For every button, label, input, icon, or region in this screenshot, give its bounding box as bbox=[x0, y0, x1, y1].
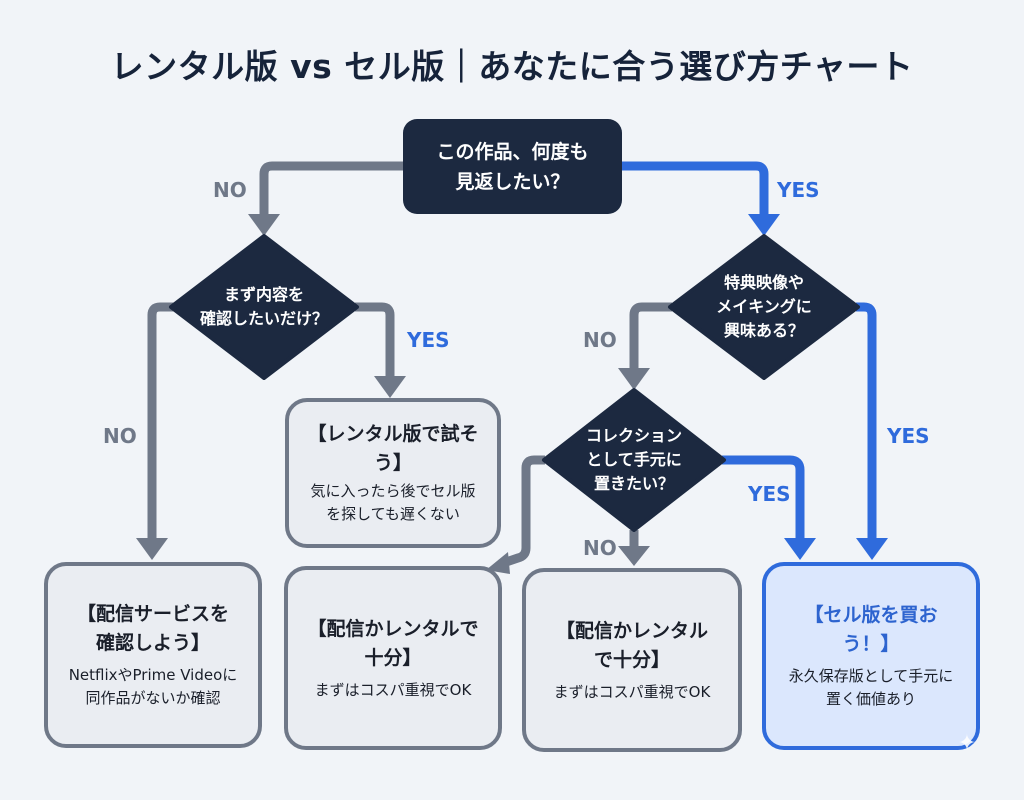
body-line: 永久保存版として手元に bbox=[788, 667, 954, 685]
start-question-line-1: この作品、何度も bbox=[436, 140, 589, 163]
heading-line: 【レンタル版で試そ bbox=[307, 423, 479, 445]
arrow-bonus-no bbox=[629, 302, 672, 370]
decision-collection-shape bbox=[542, 388, 726, 532]
result-buy-sell: 【セル版を買お う！】 永久保存版として手元に 置く価値あり bbox=[762, 562, 980, 750]
heading-line: 【配信かレンタル bbox=[555, 619, 708, 642]
result-streaming-or-rental-1: 【配信かレンタルで 十分】 まずはコスパ重視でOK bbox=[284, 566, 502, 750]
heading-line: 【配信かレンタルで bbox=[307, 617, 479, 640]
arrowhead-check-yes bbox=[374, 376, 406, 398]
result-streaming-check-heading: 【配信サービスを 確認しよう】 bbox=[77, 600, 229, 658]
label-bonus-yes: YES bbox=[887, 424, 930, 448]
arrowhead-collection-no bbox=[618, 546, 650, 566]
result-rental-try: 【レンタル版で試そ う】 気に入ったら後でセル版 を探しても遅くない bbox=[285, 398, 501, 548]
result-rental-try-body: 気に入ったら後でセル版 を探しても遅くない bbox=[310, 480, 475, 526]
body-line: NetflixやPrime Videoに bbox=[68, 666, 238, 684]
label-bonus-no: NO bbox=[583, 328, 617, 352]
start-question: この作品、何度も 見返したい？ bbox=[403, 119, 622, 214]
arrowhead-check-no bbox=[136, 538, 168, 560]
arrow-start-no bbox=[259, 161, 405, 218]
decision-check-content: まず内容を 確認したいだけ？ bbox=[171, 262, 357, 352]
start-question-line-2: 見返したい？ bbox=[455, 170, 570, 193]
heading-line: 【配信サービスを bbox=[76, 603, 229, 625]
arrowhead-start-no bbox=[248, 214, 280, 236]
label-check-yes: YES bbox=[407, 328, 450, 352]
arrow-check-no bbox=[147, 302, 175, 540]
label-collection-yes: YES bbox=[748, 482, 791, 506]
arrowhead-start-yes bbox=[748, 214, 780, 236]
result-streaming-or-rental-2-body: まずはコスパ重視でOK bbox=[554, 681, 711, 704]
arrow-collection-left bbox=[498, 455, 545, 569]
result-streaming-check-body: NetflixやPrime Videoに 同作品がないか確認 bbox=[69, 664, 238, 710]
page-title: レンタル版 vs セル版｜あなたに合う選び方チャート bbox=[110, 47, 914, 86]
body-line: まずはコスパ重視でOK bbox=[553, 682, 711, 701]
result-rental-try-heading: 【レンタル版で試そ う】 bbox=[307, 420, 478, 478]
result-buy-sell-heading: 【セル版を買お う！】 bbox=[804, 601, 937, 659]
label-collection-no: NO bbox=[583, 536, 617, 560]
decision-collection-line-2: として手元に bbox=[586, 450, 682, 469]
body-line: 気に入ったら後でセル版 bbox=[310, 482, 476, 500]
label-start-no: NO bbox=[213, 178, 247, 202]
decision-check-content-shape bbox=[169, 234, 359, 380]
result-buy-sell-body: 永久保存版として手元に 置く価値あり bbox=[789, 665, 954, 711]
heading-line: う！】 bbox=[842, 633, 900, 655]
heading-line: う】 bbox=[373, 452, 412, 474]
result-streaming-or-rental-1-body: まずはコスパ重視でOK bbox=[315, 679, 472, 702]
decision-bonus: 特典映像や メイキングに 興味ある？ bbox=[670, 262, 858, 352]
arrow-check-yes bbox=[355, 302, 395, 378]
decision-bonus-line-2: メイキングに bbox=[716, 297, 812, 316]
result-streaming-check: 【配信サービスを 確認しよう】 NetflixやPrime Videoに 同作品… bbox=[44, 562, 262, 748]
result-streaming-or-rental-1-heading: 【配信かレンタルで 十分】 bbox=[307, 615, 478, 673]
body-line: を探しても遅くない bbox=[326, 505, 460, 523]
decision-collection: コレクション として手元に 置きたい？ bbox=[544, 415, 724, 505]
decision-bonus-shape bbox=[668, 234, 860, 380]
heading-line: 十分】 bbox=[364, 646, 422, 669]
arrow-start-yes bbox=[622, 161, 769, 218]
arrow-bonus-yes bbox=[856, 302, 877, 540]
arrowhead-collection-left bbox=[486, 552, 510, 574]
arrowhead-bonus-no bbox=[618, 368, 650, 390]
result-streaming-or-rental-2-heading: 【配信かレンタル で十分】 bbox=[556, 617, 708, 675]
arrow-collection-yes bbox=[722, 455, 805, 540]
body-line: 同作品がないか確認 bbox=[85, 689, 221, 707]
heading-line: で十分】 bbox=[593, 648, 670, 671]
arrowhead-collection-yes bbox=[784, 538, 816, 560]
label-start-yes: YES bbox=[777, 178, 820, 202]
decision-bonus-line-1: 特典映像や bbox=[723, 273, 804, 292]
arrowhead-bonus-yes bbox=[856, 538, 888, 560]
body-line: まずはコスパ重視でOK bbox=[314, 680, 472, 699]
decision-bonus-line-3: 興味ある？ bbox=[723, 321, 804, 340]
decision-check-content-line-2: 確認したいだけ？ bbox=[199, 309, 328, 328]
heading-line: 【セル版を買お bbox=[804, 604, 938, 626]
sparkle-icon: ✦ bbox=[957, 731, 977, 756]
decision-collection-line-3: 置きたい？ bbox=[593, 474, 674, 493]
heading-line: 確認しよう】 bbox=[95, 632, 210, 654]
decision-check-content-line-1: まず内容を bbox=[223, 285, 304, 304]
result-streaming-or-rental-2: 【配信かレンタル で十分】 まずはコスパ重視でOK bbox=[522, 568, 742, 752]
decision-collection-line-1: コレクション bbox=[585, 426, 682, 445]
label-check-no: NO bbox=[103, 424, 137, 448]
body-line: 置く価値あり bbox=[825, 690, 916, 708]
